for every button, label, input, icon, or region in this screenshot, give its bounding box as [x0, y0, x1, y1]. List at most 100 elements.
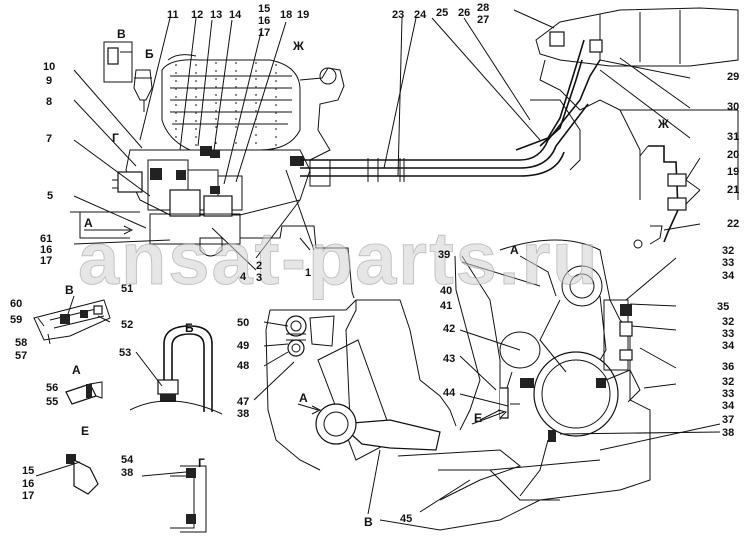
callout-22: 22 — [727, 218, 740, 230]
callout-1: 1 — [305, 267, 312, 279]
inset-a-left — [65, 381, 103, 405]
callout-23: 23 — [392, 9, 405, 21]
inset-a-center — [253, 299, 522, 515]
callout-50: 50 — [237, 317, 250, 329]
callout-30: 30 — [727, 101, 740, 113]
callout-41: 41 — [440, 300, 453, 312]
view-label-v-bottom: В — [364, 515, 373, 529]
callout-32-c: 32 — [722, 376, 735, 388]
callout-17-bottom: 17 — [22, 490, 35, 502]
inset-b-hose — [129, 325, 223, 415]
callout-15-top: 15 — [258, 3, 271, 15]
watermark: ansat-parts.ru — [77, 217, 600, 300]
callout-34-a: 34 — [722, 270, 735, 282]
view-label-e-right: Е — [474, 411, 483, 425]
view-label-b-left: Б — [185, 321, 194, 335]
inset-g-left — [141, 465, 207, 533]
callout-58: 58 — [15, 337, 28, 349]
inset-zh-right — [633, 145, 701, 249]
callout-19-top: 19 — [297, 9, 310, 21]
callout-15-bottom: 15 — [22, 465, 35, 477]
callout-19-right: 19 — [727, 166, 740, 178]
callout-24: 24 — [414, 9, 427, 21]
view-label-a-arrow: А — [84, 216, 93, 230]
inset-a-right — [379, 239, 721, 531]
view-label-a-right: А — [510, 243, 519, 257]
callout-21: 21 — [727, 184, 740, 196]
callout-52: 52 — [121, 319, 134, 331]
callout-5: 5 — [47, 190, 54, 202]
callout-48: 48 — [237, 360, 250, 372]
callout-53: 53 — [119, 347, 132, 359]
callout-40: 40 — [440, 285, 453, 297]
view-label-a-left: А — [72, 363, 81, 377]
callout-33-a: 33 — [722, 257, 735, 269]
callout-7: 7 — [46, 133, 53, 145]
callout-60: 60 — [10, 298, 23, 310]
callout-2: 2 — [256, 260, 263, 272]
engine-block — [70, 54, 355, 299]
callout-13: 13 — [210, 9, 223, 21]
callout-38-right: 38 — [722, 427, 735, 439]
callout-33-c: 33 — [722, 388, 735, 400]
callout-43: 43 — [443, 353, 456, 365]
callout-45: 45 — [400, 513, 413, 525]
fuel-lines — [73, 7, 739, 271]
callout-31: 31 — [727, 131, 740, 143]
callout-16-top: 16 — [258, 15, 271, 27]
callout-10: 10 — [43, 61, 56, 73]
view-label-v-top: В — [117, 27, 126, 41]
callout-49: 49 — [237, 340, 250, 352]
callout-42: 42 — [443, 323, 456, 335]
callout-16-bottom: 16 — [22, 478, 35, 490]
callout-36: 36 — [722, 361, 735, 373]
callout-25: 25 — [436, 7, 449, 19]
view-label-b-top: Б — [145, 47, 154, 61]
callout-11: 11 — [167, 9, 179, 21]
callout-37: 37 — [722, 414, 735, 426]
view-label-zh-right: Ж — [658, 117, 669, 131]
callout-56: 56 — [46, 382, 59, 394]
callout-51: 51 — [121, 283, 134, 295]
inset-v-bottom — [33, 295, 111, 345]
callout-32-a: 32 — [722, 245, 735, 257]
view-label-zh-top: Ж — [293, 39, 304, 53]
view-label-g-left: Г — [198, 456, 205, 470]
callout-38-center: 38 — [237, 408, 250, 420]
callout-17-left: 17 — [40, 255, 53, 267]
callout-18: 18 — [280, 9, 293, 21]
callout-57: 57 — [15, 350, 28, 362]
view-label-a-center: А — [299, 391, 308, 405]
callout-27: 27 — [477, 14, 490, 26]
callout-12: 12 — [191, 9, 204, 21]
callout-61: 61 — [40, 233, 53, 245]
inset-e-left — [35, 454, 99, 495]
callout-9: 9 — [46, 75, 53, 87]
callout-59: 59 — [10, 314, 23, 326]
callout-39: 39 — [438, 249, 451, 261]
callout-55: 55 — [46, 396, 59, 408]
callout-32-b: 32 — [722, 316, 735, 328]
callout-38-bottom: 38 — [121, 467, 134, 479]
callout-20: 20 — [727, 149, 740, 161]
callout-16-left: 16 — [40, 244, 53, 256]
callout-44: 44 — [443, 387, 456, 399]
callout-4: 4 — [240, 271, 247, 283]
view-label-g-mid: Г — [112, 131, 119, 145]
callout-29: 29 — [727, 71, 740, 83]
callout-17-top: 17 — [258, 27, 271, 39]
inset-v-top — [103, 41, 153, 112]
callout-3: 3 — [256, 272, 263, 284]
callout-34-b: 34 — [722, 340, 735, 352]
callout-34-c: 34 — [722, 400, 735, 412]
view-label-v-left: В — [65, 283, 74, 297]
callout-33-b: 33 — [722, 328, 735, 340]
callout-8: 8 — [46, 96, 53, 108]
view-label-e-left: Е — [81, 424, 90, 438]
callout-26: 26 — [458, 7, 471, 19]
callout-14: 14 — [229, 9, 242, 21]
callout-54: 54 — [121, 454, 134, 466]
callout-35: 35 — [717, 301, 730, 313]
